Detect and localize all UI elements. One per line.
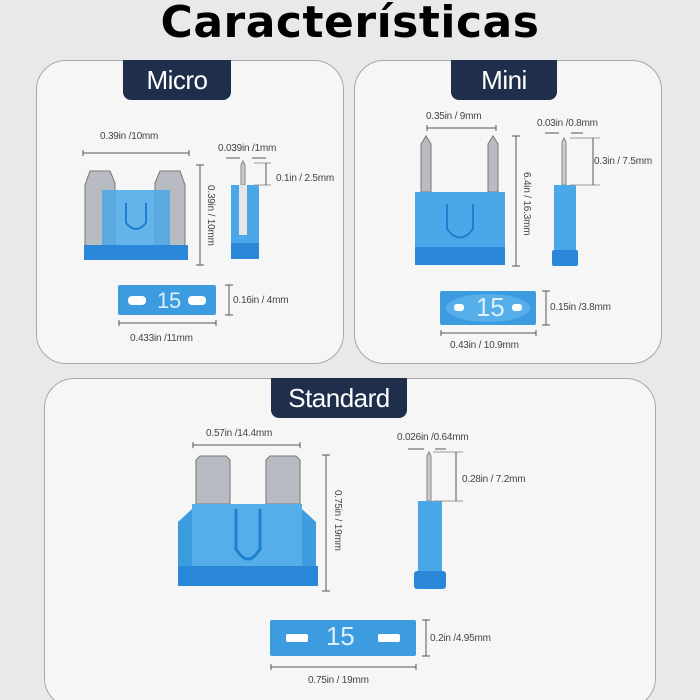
standard-top-height-label: 0.2in /4.95mm	[430, 633, 491, 644]
standard-width-arrow-icon	[192, 442, 301, 448]
micro-top-height-arrow-icon	[225, 284, 233, 316]
mini-rating: 15	[476, 292, 505, 322]
mini-tab: Mini	[451, 60, 557, 100]
standard-height-arrow-icon	[322, 454, 330, 592]
page-title: Características	[160, 0, 540, 48]
mini-top-width-label: 0.43in / 10.9mm	[450, 340, 519, 351]
standard-tab: Standard	[271, 378, 407, 418]
mini-blade-thickness-label: 0.03in /0.8mm	[537, 118, 598, 129]
micro-width-label: 0.39in /10mm	[100, 131, 159, 142]
standard-side-fuse-icon	[408, 448, 463, 589]
standard-width-label: 0.57in /14.4mm	[206, 428, 273, 439]
micro-tab: Micro	[123, 60, 231, 100]
mini-top-width-arrow-icon	[440, 330, 537, 336]
mini-side-fuse-icon	[545, 132, 600, 266]
standard-blade-length-label: 0.28in / 7.2mm	[462, 474, 526, 485]
mini-height-arrow-icon	[512, 135, 520, 267]
micro-width-arrow-icon	[82, 150, 190, 156]
mini-blade-length-label: 0.3in / 7.5mm	[594, 156, 652, 167]
micro-side-fuse-icon	[226, 157, 271, 259]
standard-top-width-arrow-icon	[270, 664, 417, 670]
mini-height-label: 6.4in / 16.3mm	[521, 172, 532, 236]
standard-blade-thickness-label: 0.026in /0.64mm	[397, 432, 469, 443]
micro-rating: 15	[157, 288, 182, 313]
standard-rating: 15	[326, 621, 355, 651]
mini-fuse-front-icon	[415, 135, 505, 265]
micro-height-arrow-icon	[196, 164, 204, 266]
mini-top-view-icon	[440, 291, 536, 325]
mini-top-height-arrow-icon	[542, 290, 550, 326]
mini-top-height-label: 0.15in /3.8mm	[550, 302, 611, 313]
micro-top-view-icon	[118, 285, 216, 315]
standard-height-label: 0.75in / 19mm	[332, 490, 343, 551]
standard-fuse-front-icon	[178, 455, 318, 586]
micro-top-height-label: 0.16in / 4mm	[233, 295, 289, 306]
micro-top-width-label: 0.433in /11mm	[130, 333, 193, 344]
standard-top-width-label: 0.75in / 19mm	[308, 675, 369, 686]
micro-blade-length-label: 0.1in / 2.5mm	[276, 173, 334, 184]
micro-fuse-front-icon	[84, 170, 188, 260]
micro-blade-thickness-label: 0.039in /1mm	[218, 143, 277, 154]
micro-top-width-arrow-icon	[118, 320, 217, 326]
mini-width-label: 0.35in / 9mm	[426, 111, 482, 122]
standard-top-view-icon	[270, 620, 416, 656]
mini-width-arrow-icon	[426, 125, 497, 131]
micro-height-label: 0.39in / 10mm	[205, 185, 216, 246]
standard-top-height-arrow-icon	[422, 619, 430, 657]
